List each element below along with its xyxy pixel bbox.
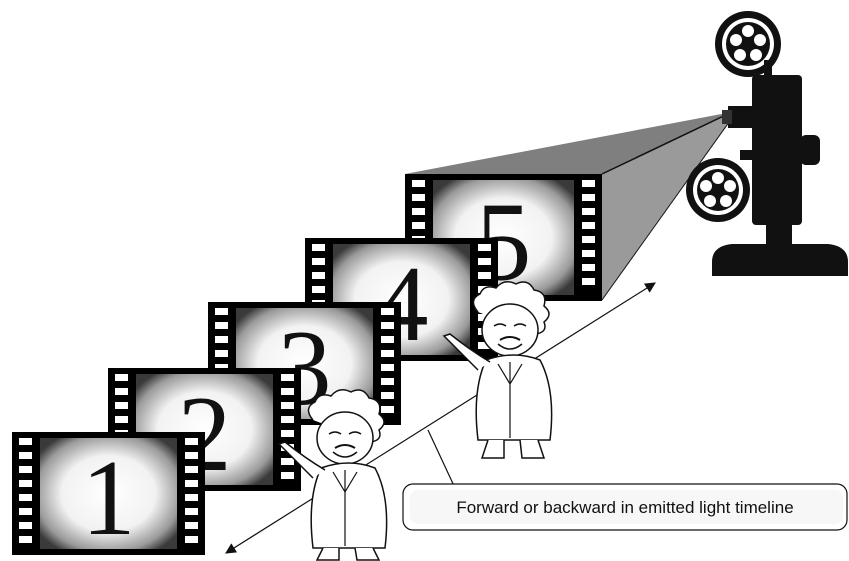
frame-number-1: 1 bbox=[82, 439, 136, 558]
callout-label: Forward or backward in emitted light tim… bbox=[456, 498, 793, 517]
film-frame-1: 1 bbox=[12, 432, 205, 558]
callout-pointer bbox=[428, 430, 455, 488]
callout-box: Forward or backward in emitted light tim… bbox=[403, 484, 847, 530]
